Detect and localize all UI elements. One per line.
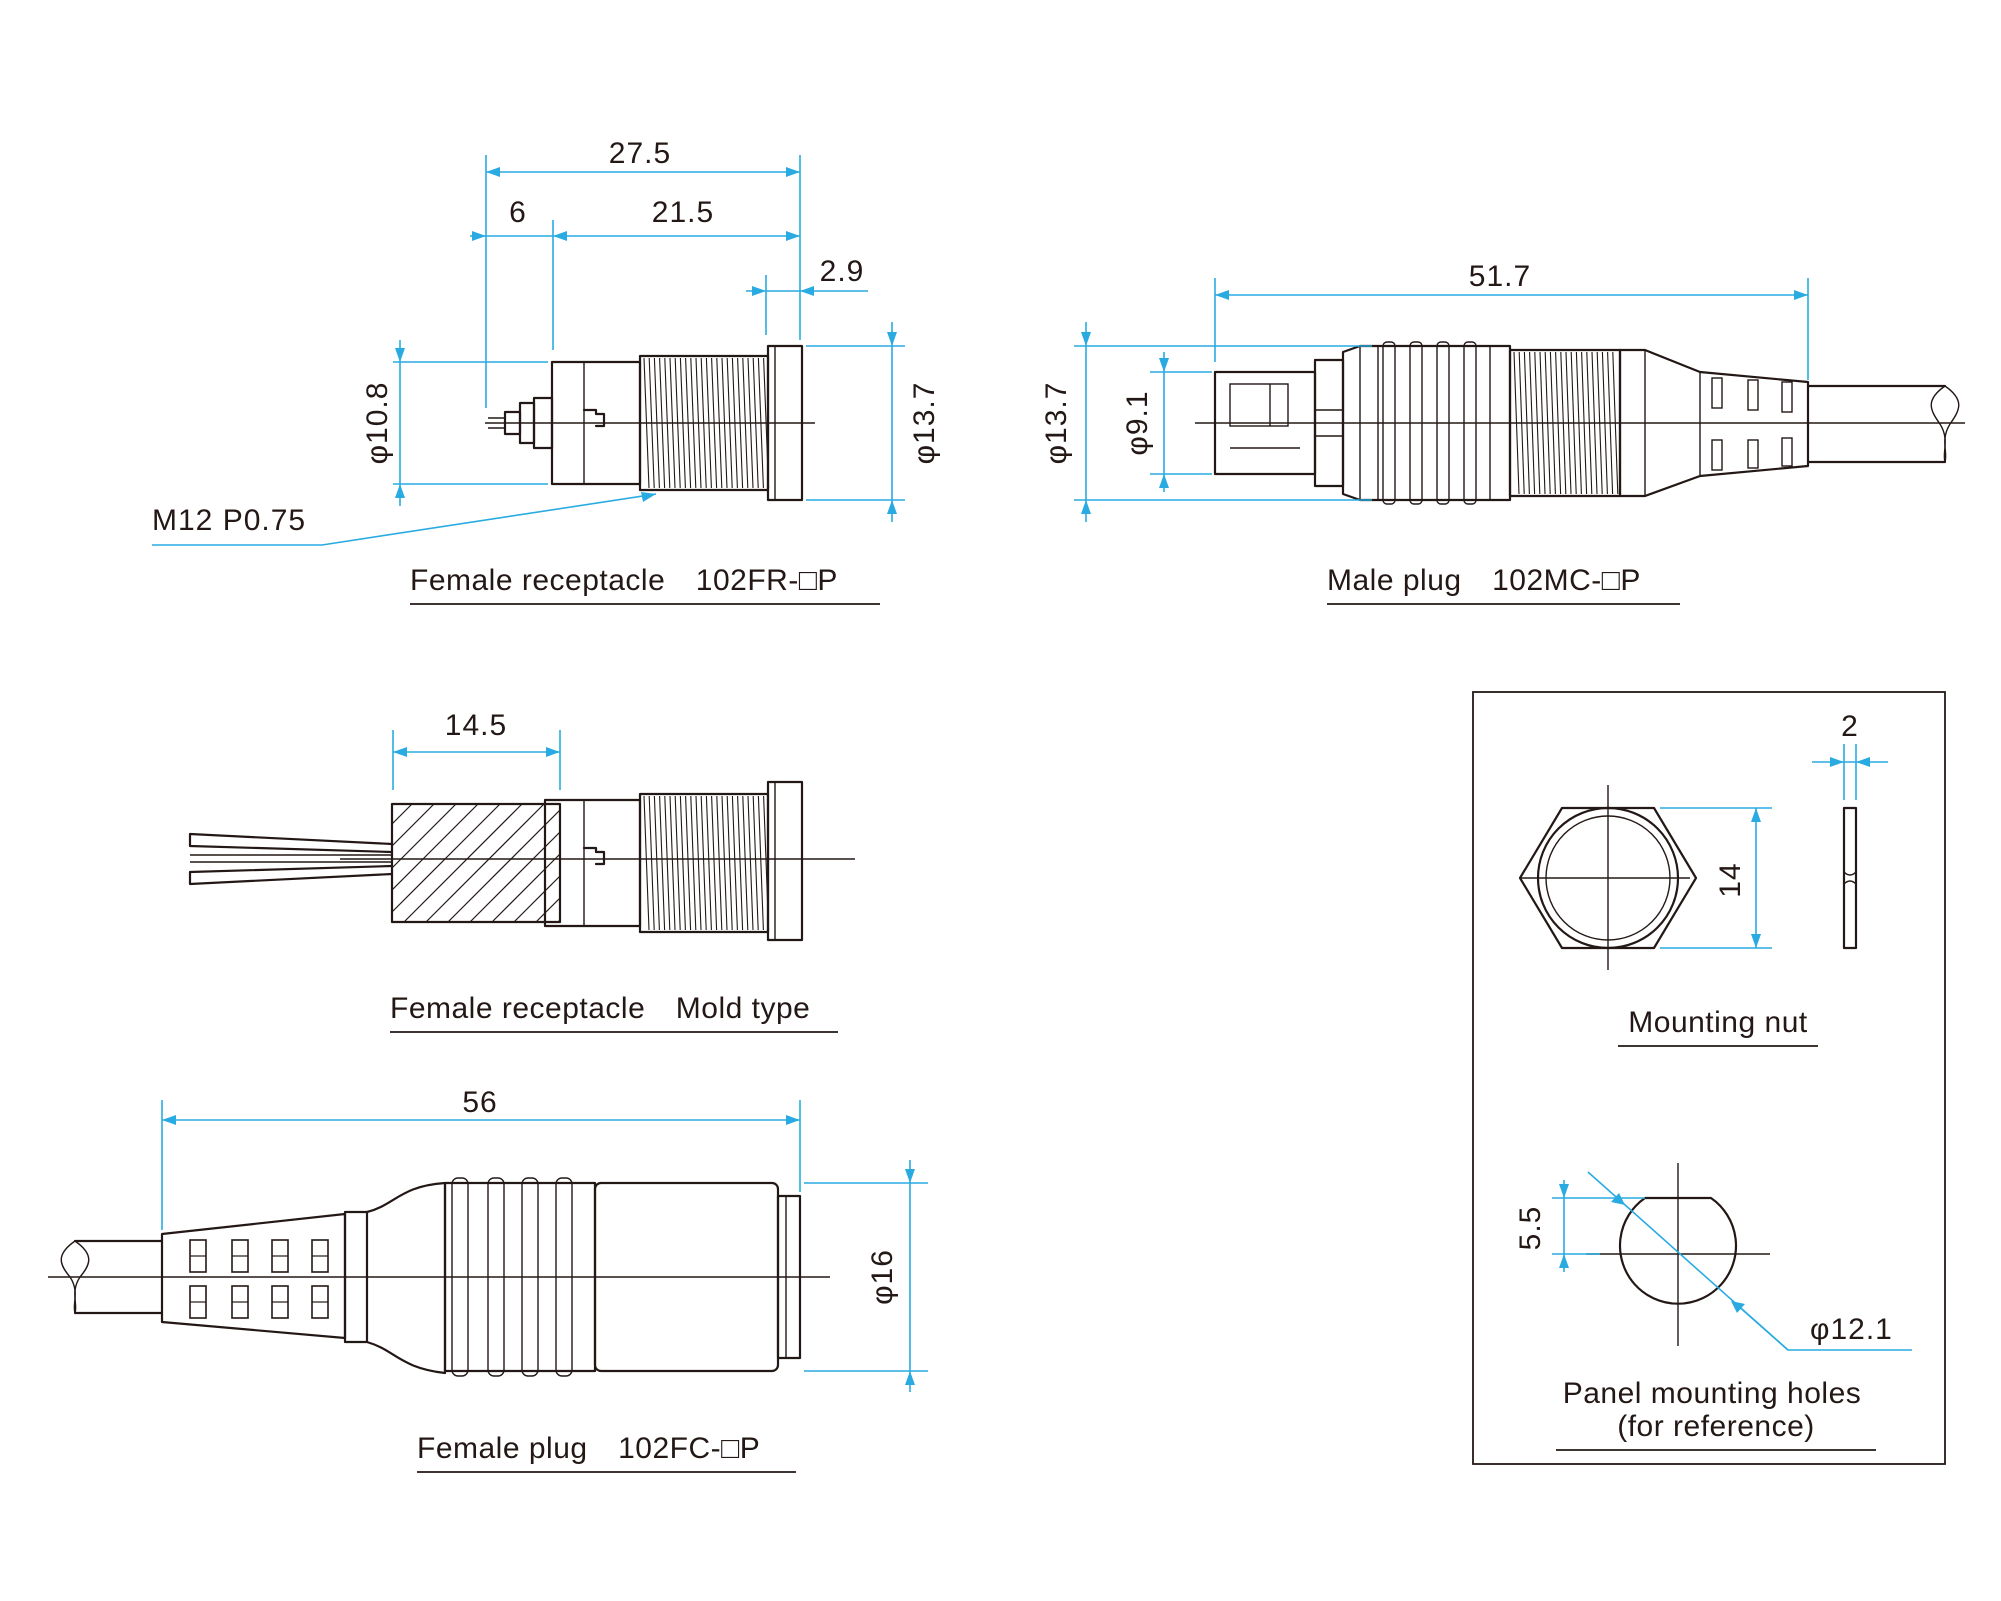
panel-hole-dimensions bbox=[1552, 1171, 1912, 1351]
panel-hole-drawing bbox=[1586, 1163, 1770, 1346]
female-plug-drawing bbox=[48, 1177, 830, 1377]
caption-male-plug: Male plug 102MC-□P bbox=[1327, 564, 1641, 597]
mounting-nut-dimensions bbox=[1660, 744, 1888, 949]
caption-mold-type: Female receptacle Mold type bbox=[390, 992, 810, 1025]
mold-type-drawing bbox=[188, 780, 855, 942]
dim-fr-flange: 2.9 bbox=[820, 255, 865, 288]
dim-fr-overall: 27.5 bbox=[609, 137, 671, 170]
female-receptacle-dimensions bbox=[152, 155, 905, 546]
dim-fr-thread: M12 P0.75 bbox=[152, 504, 306, 537]
dim-nut-across-flats: 14 bbox=[1714, 862, 1747, 897]
dim-mc-dia-inner: φ9.1 bbox=[1121, 390, 1154, 455]
dim-fr-dia-flange: φ13.7 bbox=[908, 382, 941, 465]
dim-nut-thickness: 2 bbox=[1841, 710, 1859, 743]
reference-box bbox=[1472, 691, 1946, 1465]
mold-type-dimensions bbox=[392, 730, 561, 790]
dim-mc-overall: 51.7 bbox=[1469, 260, 1531, 293]
dim-fc-dia: φ16 bbox=[866, 1249, 899, 1305]
dim-fc-overall: 56 bbox=[462, 1086, 497, 1119]
male-plug-dimensions bbox=[1074, 278, 1809, 522]
dim-mc-dia-outer: φ13.7 bbox=[1040, 382, 1073, 465]
thread-hatch bbox=[643, 357, 770, 489]
caption-female-receptacle: Female receptacle 102FR-□P bbox=[410, 564, 838, 597]
dim-fr-pin: 6 bbox=[509, 196, 527, 229]
caption-mounting-nut: Mounting nut bbox=[1628, 1006, 1808, 1039]
caption-panel-holes-line1: Panel mounting holes bbox=[1563, 1377, 1862, 1410]
dim-fr-body: 21.5 bbox=[652, 196, 714, 229]
dim-mold-length: 14.5 bbox=[445, 709, 507, 742]
male-plug-drawing bbox=[1195, 341, 1965, 505]
caption-female-plug: Female plug 102FC-□P bbox=[417, 1432, 760, 1465]
caption-panel-holes-line2: (for reference) bbox=[1617, 1410, 1815, 1443]
female-receptacle-drawing bbox=[485, 344, 815, 502]
dim-fr-dia-body: φ10.8 bbox=[361, 382, 394, 465]
mounting-nut-drawing bbox=[1518, 785, 1858, 970]
dim-hole-dia: φ12.1 bbox=[1810, 1313, 1893, 1346]
dim-hole-flat: 5.5 bbox=[1514, 1206, 1547, 1251]
female-plug-dimensions bbox=[161, 1100, 928, 1392]
